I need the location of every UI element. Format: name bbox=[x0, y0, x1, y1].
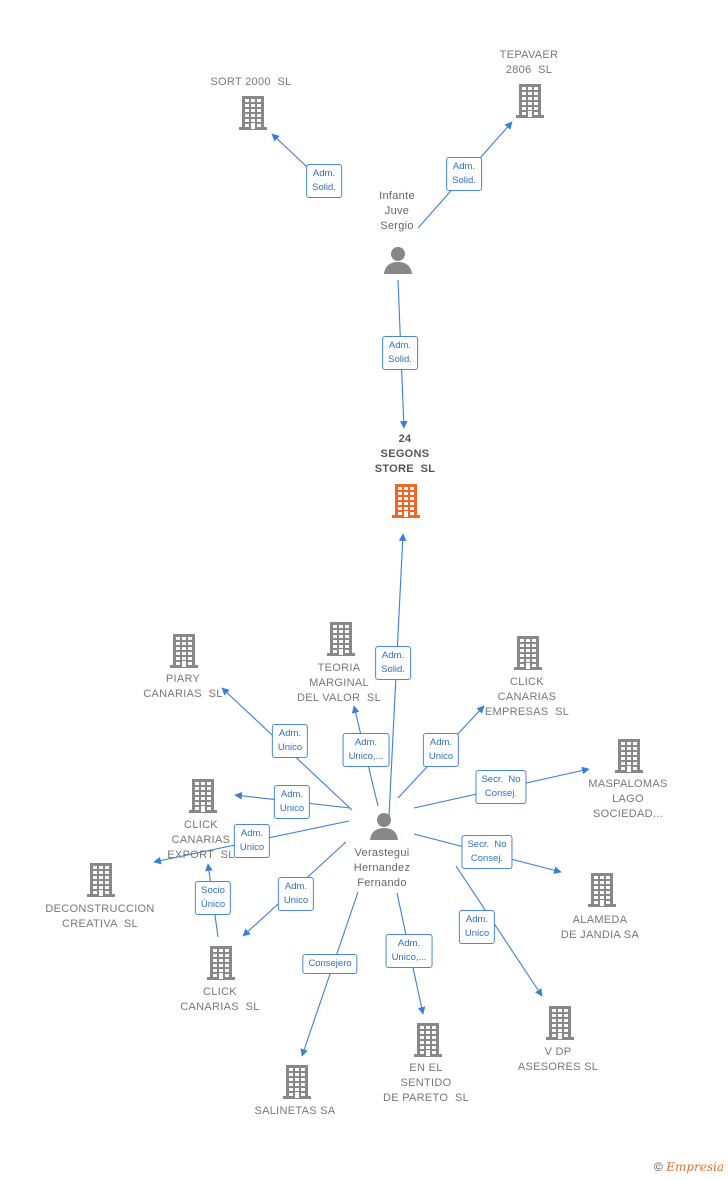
building-icon[interactable] bbox=[544, 1005, 576, 1041]
node-label-clickemp[interactable]: CLICK CANARIAS EMPRESAS SL bbox=[484, 676, 570, 718]
building-icon[interactable] bbox=[205, 945, 237, 981]
node-label-infante[interactable]: Infante Juve Sergio bbox=[379, 190, 415, 232]
node-label-decon[interactable]: DECONSTRUCCION CREATIVA SL bbox=[45, 903, 155, 930]
edge-label-verastegui-to-clickexp[interactable]: Adm. Unico bbox=[273, 785, 311, 819]
main-company-building-icon[interactable] bbox=[390, 483, 422, 519]
edge-label-verastegui-to-clickemp[interactable]: Adm. Unico bbox=[422, 733, 460, 767]
node-label-pareto[interactable]: EN EL SENTIDO DE PARETO SL bbox=[382, 1062, 470, 1104]
node-label-main[interactable]: 24 SEGONS STORE SL bbox=[374, 433, 436, 475]
edge-label-verastegui-to-maspalomas[interactable]: Secr. No Consej. bbox=[475, 770, 527, 804]
edge-verastegui-to-salinetas bbox=[300, 891, 359, 1057]
node-label-tepavaer[interactable]: TEPAVAER 2806 SL bbox=[499, 49, 559, 76]
node-label-alameda[interactable]: ALAMEDA DE JANDIA SA bbox=[560, 914, 640, 941]
building-icon[interactable] bbox=[512, 635, 544, 671]
node-label-piary[interactable]: PIARY CANARIAS SL bbox=[143, 673, 223, 700]
edge-label-verastegui-to-piary[interactable]: Adm. Unico bbox=[271, 724, 309, 758]
building-icon[interactable] bbox=[586, 872, 618, 908]
person-icon[interactable] bbox=[369, 811, 399, 841]
node-label-sort2000[interactable]: SORT 2000 SL bbox=[210, 76, 292, 88]
building-icon[interactable] bbox=[85, 862, 117, 898]
node-label-verastegui[interactable]: Verastegui Hernandez Fernando bbox=[353, 847, 411, 889]
edge-label-infante-to-tepavaer[interactable]: Adm. Solid. bbox=[446, 157, 482, 191]
edge-label-infante-to-sort2000[interactable]: Adm. Solid. bbox=[306, 164, 342, 198]
copyright-symbol: © bbox=[654, 1160, 663, 1174]
person-icon[interactable] bbox=[383, 245, 413, 275]
edge-layer bbox=[153, 121, 590, 1057]
node-label-salinetas[interactable]: SALINETAS SA bbox=[254, 1105, 336, 1117]
building-icon[interactable] bbox=[237, 95, 269, 131]
brand-logo[interactable]: Empresia bbox=[666, 1160, 724, 1174]
building-icon[interactable] bbox=[412, 1022, 444, 1058]
edge-label-verastegui-to-teoria[interactable]: Adm. Unico,... bbox=[342, 733, 390, 767]
edge-label-verastegui-to-main[interactable]: Adm. Solid. bbox=[375, 646, 411, 680]
node-label-vdp[interactable]: V DP ASESORES SL bbox=[517, 1046, 599, 1073]
edge-label-verastegui-to-clickcan[interactable]: Adm. Unico bbox=[277, 877, 315, 911]
building-icon[interactable] bbox=[613, 738, 645, 774]
edge-label-infante-to-main[interactable]: Adm. Solid. bbox=[382, 336, 418, 370]
node-label-maspalomas[interactable]: MASPALOMAS LAGO SOCIEDAD... bbox=[588, 778, 668, 820]
edge-label-verastegui-to-decon[interactable]: Adm. Unico bbox=[233, 824, 271, 858]
edge-label-clickcan-to-clickexp[interactable]: Socio Único bbox=[194, 881, 232, 915]
edge-label-verastegui-to-alameda[interactable]: Secr. No Consej. bbox=[461, 835, 513, 869]
node-label-clickcan[interactable]: CLICK CANARIAS SL bbox=[180, 986, 260, 1013]
edge-verastegui-to-vdp bbox=[455, 865, 543, 997]
edge-label-verastegui-to-salinetas[interactable]: Consejero bbox=[302, 954, 358, 974]
node-label-clickexp[interactable]: CLICK CANARIAS EXPORT SL bbox=[167, 819, 235, 861]
building-icon[interactable] bbox=[168, 633, 200, 669]
building-icon[interactable] bbox=[325, 621, 357, 657]
building-icon[interactable] bbox=[514, 83, 546, 119]
edge-label-verastegui-to-vdp[interactable]: Adm. Unico bbox=[458, 910, 496, 944]
copyright-footer: © Empresia bbox=[654, 1160, 724, 1174]
building-icon[interactable] bbox=[281, 1064, 313, 1100]
node-label-teoria[interactable]: TEORIA MARGINAL DEL VALOR SL bbox=[297, 662, 381, 704]
edge-label-verastegui-to-pareto[interactable]: Adm. Unico,... bbox=[385, 934, 433, 968]
building-icon[interactable] bbox=[187, 778, 219, 814]
